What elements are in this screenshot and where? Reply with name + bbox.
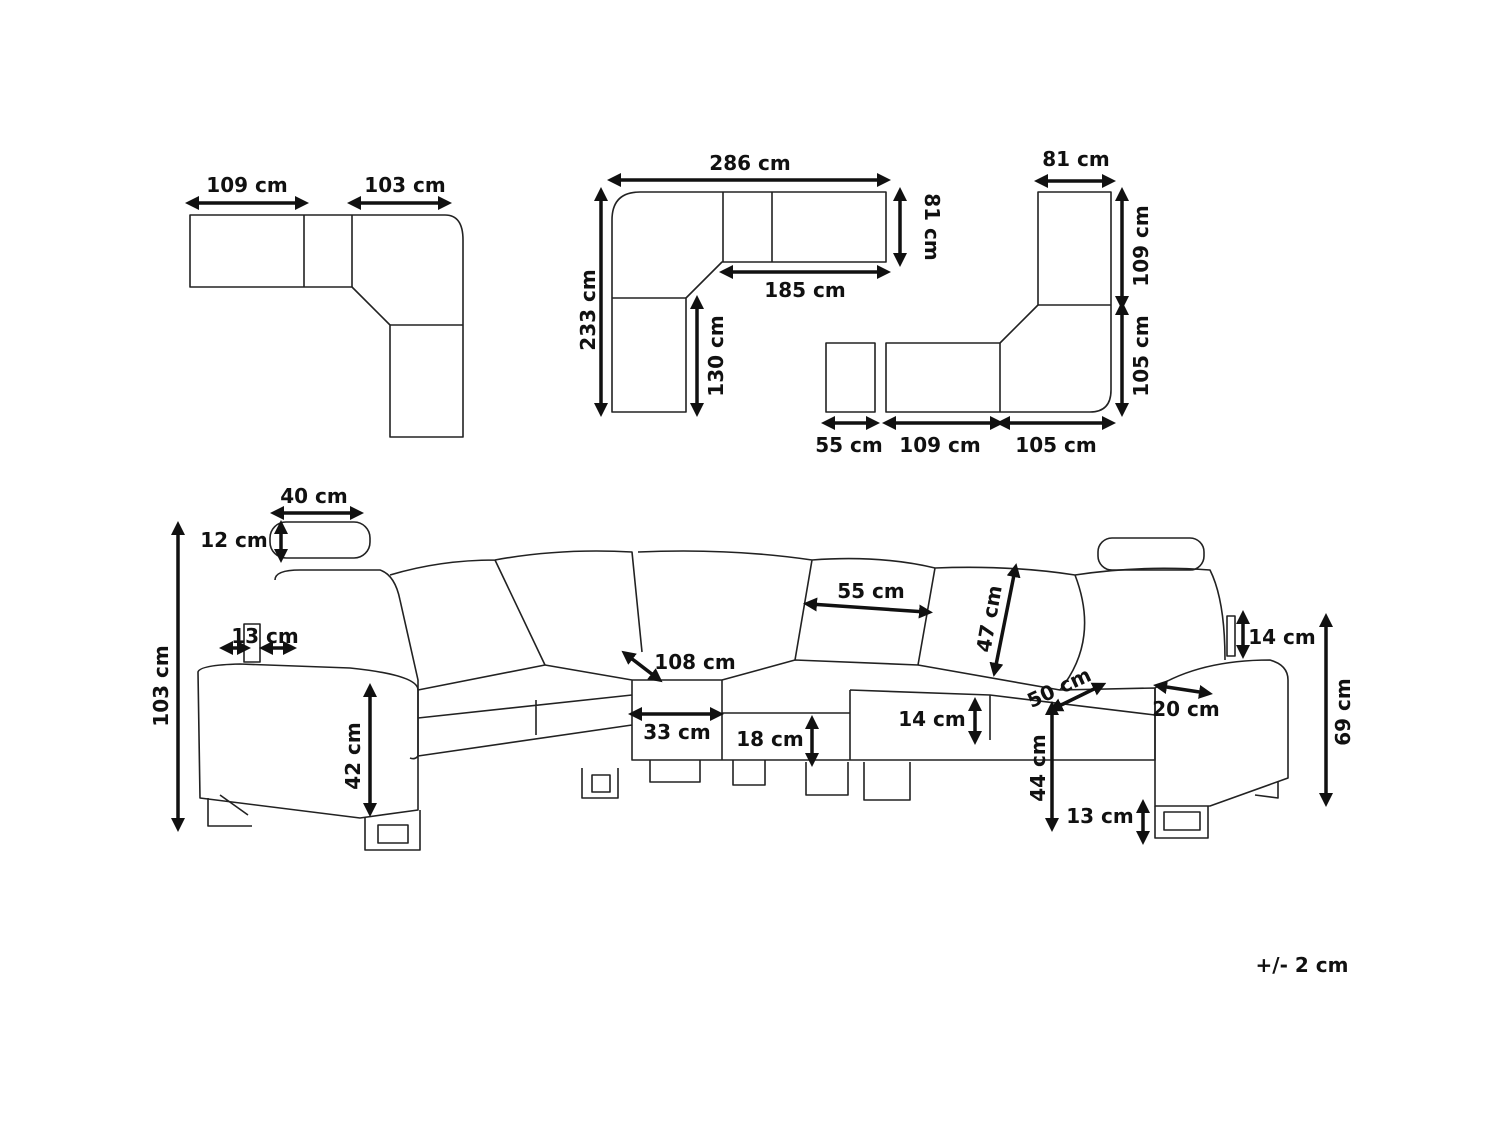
dim-label: 109 cm bbox=[206, 173, 287, 197]
dim-label: 13 cm bbox=[231, 624, 299, 648]
dim-label: 12 cm bbox=[200, 528, 268, 552]
dim-label: 233 cm bbox=[576, 269, 600, 350]
tolerance-note: +/- 2 cm bbox=[1256, 953, 1349, 977]
plan-layout-a: 109 cm 103 cm bbox=[185, 173, 464, 438]
dim-label: 44 cm bbox=[1026, 734, 1050, 802]
dim-label: 109 cm bbox=[1129, 205, 1153, 286]
dim-label: 81 cm bbox=[920, 193, 944, 261]
dim-label: 103 cm bbox=[364, 173, 445, 197]
dim-label: 81 cm bbox=[1042, 147, 1110, 171]
dim-label: 55 cm bbox=[815, 433, 883, 457]
dim-label: 18 cm bbox=[736, 727, 804, 751]
dim-label: 55 cm bbox=[837, 579, 905, 603]
dim-label: 185 cm bbox=[764, 278, 845, 302]
dim-label: 42 cm bbox=[341, 722, 365, 790]
sofa-elevation: 40 cm 12 cm 103 cm 13 cm 42 cm 108 cm 33… bbox=[149, 484, 1355, 851]
dim-label: 69 cm bbox=[1331, 678, 1355, 746]
dim-label: 105 cm bbox=[1129, 315, 1153, 396]
dim-label: 108 cm bbox=[654, 650, 735, 674]
dim-label: 20 cm bbox=[1152, 697, 1220, 721]
dim-label: 286 cm bbox=[709, 151, 790, 175]
plan-layout-b: 286 cm 185 cm 233 cm 81 cm 130 cm bbox=[576, 151, 944, 417]
dim-label: 14 cm bbox=[1248, 625, 1316, 649]
dim-label: 130 cm bbox=[704, 315, 728, 396]
dim-label: 109 cm bbox=[899, 433, 980, 457]
plan-layout-c: 81 cm 109 cm 105 cm 55 cm 109 cm 105 cm bbox=[815, 147, 1153, 457]
dim-label: 103 cm bbox=[149, 645, 173, 726]
dim-label: 13 cm bbox=[1066, 804, 1134, 828]
dim-label: 105 cm bbox=[1015, 433, 1096, 457]
dim-label: 14 cm bbox=[898, 707, 966, 731]
dim-label: 33 cm bbox=[643, 720, 711, 744]
dim-label: 40 cm bbox=[280, 484, 348, 508]
